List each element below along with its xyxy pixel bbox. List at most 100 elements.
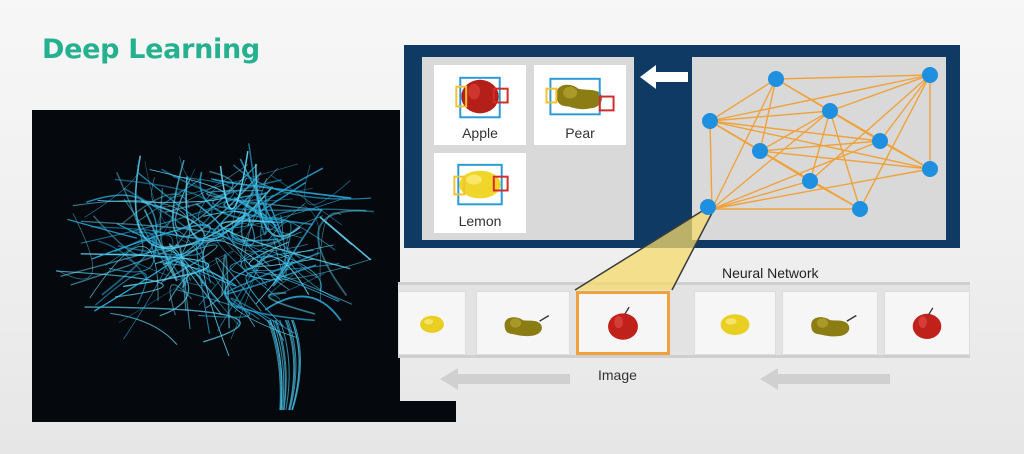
brain-fiber <box>180 247 191 329</box>
neuron-node-icon <box>922 161 938 177</box>
brain-fiber <box>229 249 314 281</box>
brain-fiber <box>67 218 138 239</box>
brain-stem-fiber <box>275 319 287 411</box>
strip-image-lemon <box>398 291 466 355</box>
network-edge <box>775 74 931 80</box>
brain-fiber <box>56 213 94 280</box>
strip-image-pear <box>782 291 878 355</box>
brain-fiber <box>221 254 231 329</box>
classification-results: Apple Pear Lemon <box>422 57 634 240</box>
brain-fiber <box>262 248 322 290</box>
brain-fiber <box>211 179 320 212</box>
result-label: Pear <box>565 125 595 141</box>
neuron-node-icon <box>852 201 868 217</box>
brain-fiber <box>286 215 324 278</box>
brain-fiber <box>159 188 195 252</box>
brain-stem-fiber <box>267 319 281 411</box>
lemon-detection-icon <box>453 163 509 206</box>
arrow-left-icon <box>640 65 688 89</box>
lemon-icon <box>720 314 750 335</box>
brain-fiber <box>215 257 262 328</box>
brain-illustration <box>56 143 374 411</box>
brain-image-edge <box>398 401 456 422</box>
brain-fiber <box>191 187 313 226</box>
result-label: Lemon <box>458 213 502 229</box>
neuron-node-icon <box>822 103 838 119</box>
brain-fiber <box>202 239 283 357</box>
flow-arrow-left-icon <box>440 368 570 390</box>
result-card-apple: Apple <box>434 65 526 145</box>
strip-image-lemon <box>694 291 776 355</box>
pear-detection-icon <box>545 77 615 116</box>
brain-fiber <box>137 172 255 247</box>
neuron-node-icon <box>702 113 718 129</box>
brain-fiber <box>138 179 200 222</box>
flow-arrow-left-icon <box>760 368 890 390</box>
brain-fiber <box>198 252 258 340</box>
network-edge <box>879 74 931 142</box>
strip-image-pear <box>476 291 570 355</box>
network-edge <box>711 78 777 210</box>
brain-fiber <box>267 208 374 259</box>
brain-fiber <box>270 273 353 305</box>
brain-fiber <box>319 216 372 261</box>
brain-fiber <box>211 177 352 200</box>
brain-fiber <box>151 164 249 208</box>
network-edge <box>829 74 931 112</box>
brain-fiber <box>219 150 249 210</box>
network-edge <box>759 110 831 152</box>
brain-stem-fiber <box>279 319 290 411</box>
brain-fiber <box>84 306 241 343</box>
brain-fiber <box>110 312 178 345</box>
brain-stem-fiber <box>272 319 285 411</box>
brain-stem-fiber <box>287 319 297 411</box>
brain-fiber <box>304 164 351 206</box>
neuron-node-icon <box>922 67 938 83</box>
brain-image <box>32 110 400 422</box>
network-graph <box>702 67 938 217</box>
brain-stem-fiber <box>292 319 302 411</box>
result-card-lemon: Lemon <box>434 153 526 233</box>
neuron-node-icon <box>752 143 768 159</box>
brain-fiber <box>203 211 251 226</box>
network-label: Neural Network <box>722 265 819 281</box>
brain-fiber <box>302 204 320 258</box>
brain-fiber <box>220 220 351 270</box>
apple-icon <box>608 306 638 340</box>
brain-fiber <box>118 250 234 323</box>
brain-fiber <box>267 292 316 315</box>
brain-fiber <box>319 212 342 301</box>
brain-fiber <box>198 186 348 230</box>
network-edge <box>759 140 881 152</box>
neuron-node-icon <box>802 173 818 189</box>
result-card-pear: Pear <box>534 65 626 145</box>
network-edge <box>711 140 881 210</box>
brain-fiber <box>56 270 164 298</box>
network-edge <box>859 74 931 210</box>
brain-stem-fiber <box>284 319 295 411</box>
brain-fiber <box>195 238 212 334</box>
brain-fiber <box>248 143 267 236</box>
lemon-icon <box>420 315 444 333</box>
pear-icon <box>504 315 550 337</box>
network-edge <box>759 78 777 152</box>
network-edge <box>809 74 931 182</box>
strip-image-apple <box>576 291 670 355</box>
network-edge <box>809 180 861 210</box>
brain-fiber <box>97 169 227 203</box>
network-edge <box>711 110 831 210</box>
brain-stem-fiber <box>291 319 300 411</box>
brain-fiber <box>240 194 372 281</box>
brain-fiber <box>117 187 205 257</box>
apple-detection-icon <box>455 76 509 119</box>
neuron-node-icon <box>768 71 784 87</box>
brain-fiber <box>114 178 213 227</box>
network-edge <box>709 78 777 122</box>
apple-icon <box>912 307 942 339</box>
neuron-node-icon <box>872 133 888 149</box>
network-edge <box>711 180 811 210</box>
brain-fiber <box>95 272 147 306</box>
brain-fiber <box>211 181 307 237</box>
brain-fiber <box>90 226 159 235</box>
image-strip <box>398 282 970 358</box>
